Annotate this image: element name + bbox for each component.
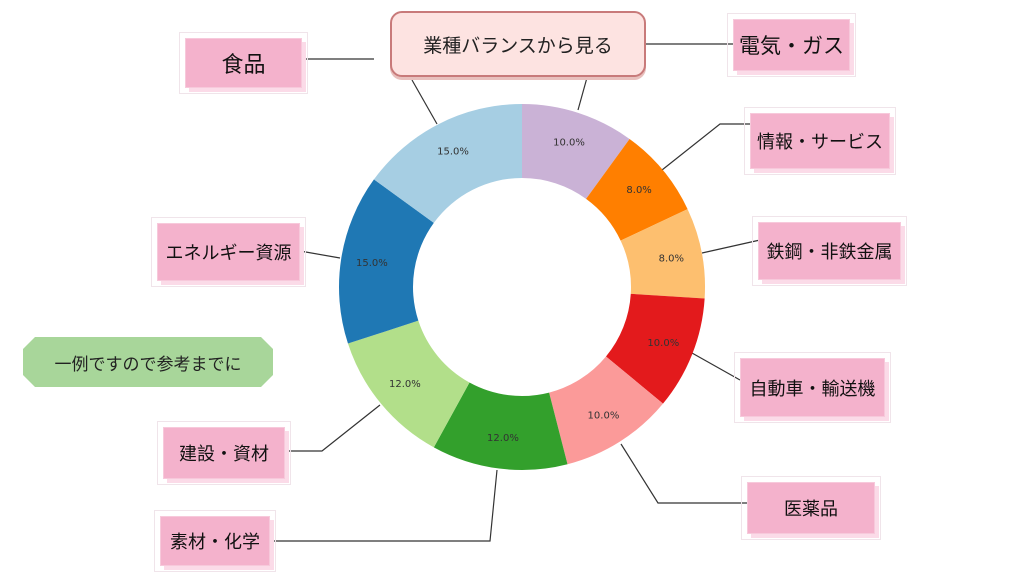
leader-lines <box>270 43 761 542</box>
slice-3 <box>620 209 706 299</box>
slice-6 <box>433 382 568 470</box>
label-jidosha-yusoki: 自動車・輸送機 <box>734 352 891 423</box>
slice-value-label-3: 8.0% <box>659 254 684 265</box>
label-joho-service: 情報・サービス <box>744 107 896 175</box>
slice-value-label-5: 10.0% <box>588 410 620 421</box>
leader-line-energy-shigen <box>299 250 341 259</box>
label-iyakuhin: 医薬品 <box>741 476 881 540</box>
label-sozai-kagaku: 素材・化学 <box>154 510 276 572</box>
leader-line-shokuhin <box>411 79 438 125</box>
slice-4 <box>605 293 705 404</box>
slice-value-label-8: 15.0% <box>356 258 388 269</box>
slice-9 <box>373 103 522 223</box>
leader-line-title <box>577 73 589 111</box>
slice-5 <box>549 356 664 465</box>
leader-line-tekko-hitetsu <box>701 239 761 254</box>
slice-1 <box>522 104 630 199</box>
label-kensetsu-shizai: 建設・資材 <box>157 421 291 485</box>
label-tekko-hitetsu: 鉄鋼・非鉄金属 <box>752 216 907 286</box>
chart-title: 業種バランスから見る <box>390 11 646 77</box>
slice-value-label-6: 12.0% <box>487 433 519 444</box>
note-badge: 一例ですので参考までに <box>23 337 273 387</box>
percentage-labels: 10.0% 8.0% 8.0% 10.0% 10.0% 12.0% 12.0% 15.0% 15… <box>356 137 684 443</box>
slice-7 <box>347 320 470 448</box>
label-shokuhin: 食品 <box>179 32 308 94</box>
slice-value-label-4: 10.0% <box>647 338 679 349</box>
slice-2 <box>586 138 688 241</box>
label-denki-gas: 電気・ガス <box>727 13 856 77</box>
slice-value-label-2: 8.0% <box>626 185 651 196</box>
leader-line-joho-service <box>661 123 752 171</box>
slice-8 <box>339 179 434 344</box>
leader-line-sozai-kagaku <box>270 469 498 542</box>
leader-line-iyakuhin <box>620 443 748 504</box>
label-energy-shigen: エネルギー資源 <box>151 217 306 287</box>
donut-slices <box>339 103 706 470</box>
leader-line-jidosha-yusoki <box>691 352 741 381</box>
slice-value-label-7: 12.0% <box>389 379 421 390</box>
leader-line-kensetsu-shizai <box>287 404 381 452</box>
slice-value-label-1: 10.0% <box>553 137 585 148</box>
slice-value-label-9: 15.0% <box>437 147 469 158</box>
